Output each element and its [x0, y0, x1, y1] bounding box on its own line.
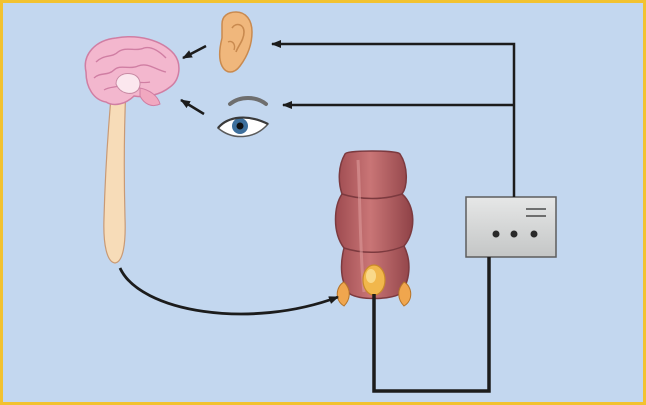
device-knob-2	[511, 231, 518, 238]
device-knob-3	[531, 231, 538, 238]
device-knob-1	[493, 231, 500, 238]
biofeedback-device-icon	[466, 197, 556, 257]
anal-sensor-icon	[363, 265, 385, 295]
